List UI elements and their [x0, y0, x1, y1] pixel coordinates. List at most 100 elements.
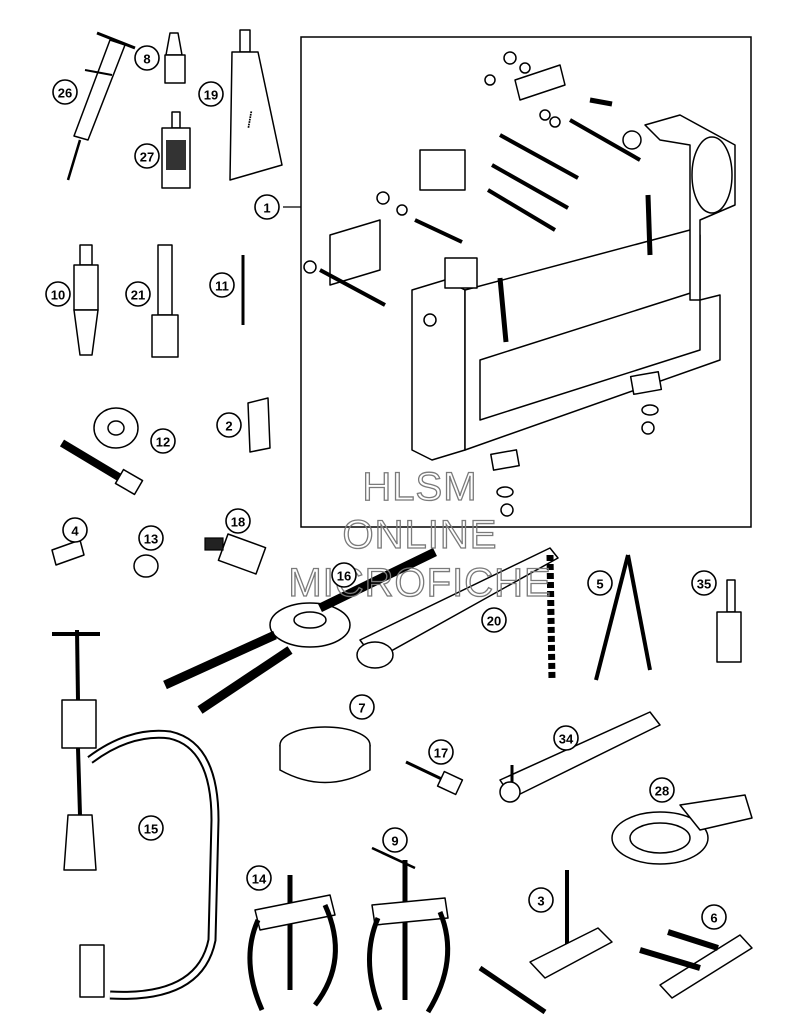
- callout-circle: [198, 81, 224, 107]
- puller-arm-lower: [197, 646, 293, 714]
- engine-stand-frame-box: [300, 36, 752, 528]
- engine-stand-group: [283, 36, 752, 528]
- callout-circle: [209, 272, 235, 298]
- callout-number: 9: [391, 834, 398, 849]
- puller-top: [79, 244, 93, 266]
- puller-jaw-left: [367, 917, 383, 1011]
- watermark-line-2: ONLINE: [343, 513, 498, 557]
- callout-number: 6: [710, 911, 717, 926]
- square-plate-icon: [490, 449, 520, 471]
- compressor-screw: [75, 629, 80, 701]
- callout-circle: [528, 887, 554, 913]
- nut-icon: [503, 51, 517, 65]
- pliers-handle-right: [626, 554, 652, 671]
- bottle-tip: [165, 32, 183, 56]
- nut-tool-13: [133, 554, 159, 578]
- holder-bar: [499, 711, 661, 799]
- callout-number: 12: [156, 435, 170, 450]
- callout-27: 27: [134, 143, 160, 169]
- callout-21: 21: [125, 281, 151, 307]
- syringe-finger-grip: [84, 69, 113, 76]
- engine-stand-stud-1: [499, 133, 579, 180]
- callout-number: 2: [225, 419, 232, 434]
- callout-11: 11: [209, 272, 235, 298]
- callout-circle: [134, 143, 160, 169]
- callout-circle: [225, 508, 251, 534]
- puller-jaw-right: [313, 903, 338, 1007]
- separator-bar: [659, 934, 753, 999]
- nut-icon: [641, 421, 655, 435]
- adapter-tool-17: [405, 760, 464, 796]
- nut-icon: [519, 62, 531, 74]
- crankcase-separator-6: [639, 929, 753, 999]
- syringe-needle: [66, 139, 82, 181]
- engine-stand-left-post: [411, 279, 466, 461]
- puller-handle: [478, 965, 547, 1015]
- callout-26: 26: [52, 79, 78, 105]
- callout-9: 9: [382, 827, 408, 853]
- bolt-head: [114, 468, 144, 496]
- washer-icon: [641, 404, 659, 416]
- puller-jaw-right: [425, 911, 451, 1014]
- chain-wrench-20: [356, 547, 559, 681]
- callout-number: 11: [215, 279, 229, 294]
- flywheel-puller-16: [163, 547, 437, 714]
- circlip-pliers-5: [594, 554, 652, 681]
- callout-circle: [428, 739, 454, 765]
- threadlocker-bottle: [161, 111, 191, 189]
- engine-stand-mount-eye: [622, 130, 642, 150]
- callout-number: 21: [131, 288, 145, 303]
- puller-t-bar: [371, 846, 416, 870]
- callout-number: 3: [537, 894, 544, 909]
- callout-circle: [254, 194, 280, 220]
- adapter-body: [217, 533, 267, 575]
- puller-tip: [73, 309, 99, 356]
- pliers-handle-left: [594, 554, 630, 681]
- drift-shaft: [157, 244, 173, 316]
- callout-circle: [52, 79, 78, 105]
- callout-circle: [649, 777, 675, 803]
- bearing-puller-3: [478, 870, 613, 1015]
- engine-stand-short-bolt: [589, 97, 613, 107]
- callout-18: 18: [225, 508, 251, 534]
- puller-body: [73, 264, 99, 311]
- gear-holder-plate: [679, 794, 753, 831]
- callout-number: 1: [263, 201, 270, 216]
- compressor-frame-inner: [88, 731, 218, 998]
- washer-icon: [539, 109, 551, 121]
- callout-circle: [138, 525, 164, 551]
- nut-icon: [376, 191, 390, 205]
- watermark-line-3: MICROFICHE: [288, 561, 551, 605]
- compressor-foot: [79, 944, 105, 998]
- puller-crossbar: [371, 897, 449, 926]
- callout-number: 16: [337, 569, 351, 584]
- callout-number: 15: [144, 822, 158, 837]
- nut-icon: [303, 260, 317, 274]
- callout-7: 7: [349, 694, 375, 720]
- callout-number: 27: [140, 150, 154, 165]
- callout-number: 8: [143, 52, 150, 67]
- watermark: HLSM ONLINE MICROFICHE: [288, 464, 552, 605]
- callout-13: 13: [138, 525, 164, 551]
- callout-14: 14: [246, 865, 272, 891]
- callout-circle: [45, 281, 71, 307]
- callout-circle: [481, 607, 507, 633]
- callout-circle: [62, 517, 88, 543]
- callout-circle: [701, 904, 727, 930]
- callout-2: 2: [216, 412, 242, 438]
- nut-icon: [500, 503, 514, 517]
- callout-number: 34: [559, 732, 574, 747]
- tube-body: [229, 51, 283, 181]
- callout-number: 10: [51, 288, 65, 303]
- callout-circle: [138, 815, 164, 841]
- engine-stand-bolt-lower: [319, 268, 386, 307]
- puller-arm-top: [318, 547, 437, 613]
- knob-icon: [423, 313, 437, 327]
- bottle-label: [166, 140, 186, 170]
- callout-circle: [349, 694, 375, 720]
- piston-ring-compressor-7: [279, 726, 371, 784]
- callout-number: 5: [596, 577, 603, 592]
- callout-12: 12: [150, 428, 176, 454]
- callout-number: 4: [71, 524, 79, 539]
- callout-34: 34: [553, 725, 579, 751]
